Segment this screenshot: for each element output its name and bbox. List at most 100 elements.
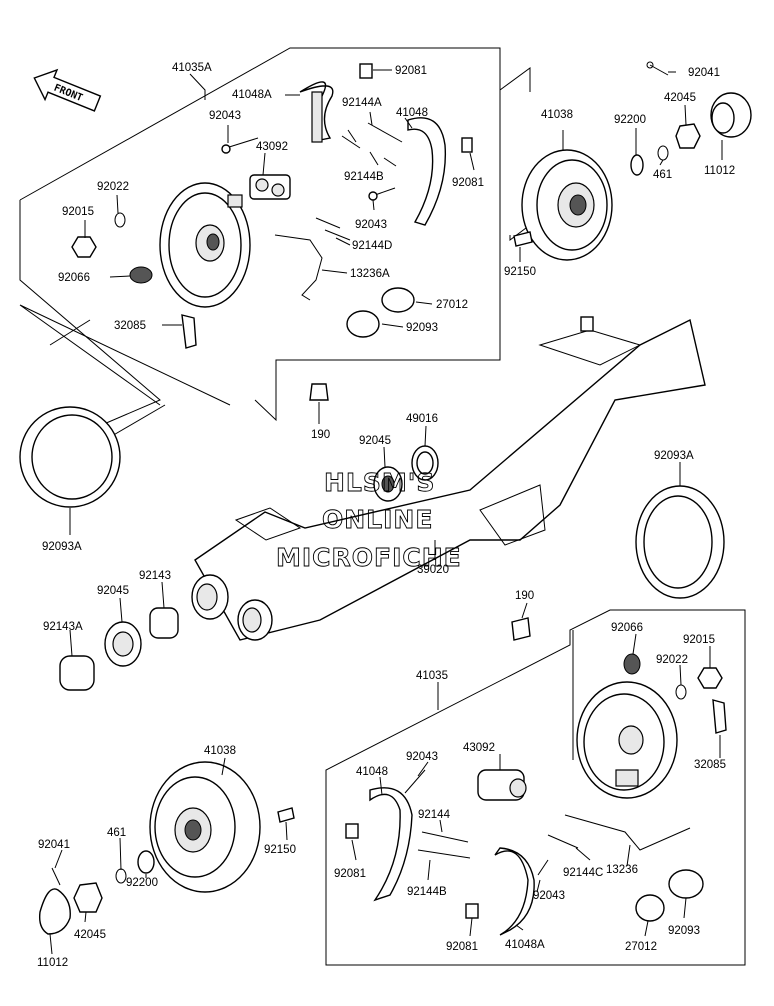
bolt-190-lower — [511, 617, 531, 641]
part-label: 41038 — [541, 109, 573, 121]
part-labels: 41035A 92081 41048A 92144A 41048 92043 4… — [37, 62, 735, 969]
cap-11012-upper — [710, 92, 752, 138]
part-label: 13236 — [606, 864, 638, 876]
part-label: 92022 — [97, 181, 129, 193]
part-label: 92143 — [139, 570, 171, 582]
nut-42045-upper — [675, 123, 701, 149]
part-label: 41048A — [232, 89, 272, 101]
cap-11012-lower — [38, 888, 71, 935]
part-label: 39020 — [417, 564, 449, 576]
part-label: 190 — [311, 429, 330, 441]
part-label: 13236A — [350, 268, 390, 280]
nut-42045-lower — [73, 882, 103, 913]
part-label: 92200 — [126, 877, 158, 889]
bushing-92143A — [59, 655, 95, 691]
bearing-92045-left — [104, 621, 142, 667]
brake-shoe-41048A-lower — [494, 847, 535, 936]
bearing-92045-center — [373, 466, 403, 502]
part-label: 92066 — [611, 622, 643, 634]
part-label: 92015 — [62, 206, 94, 218]
circlip-461-upper — [657, 145, 669, 161]
part-label: 92093 — [668, 925, 700, 937]
pins-springs-lower — [345, 769, 579, 919]
watermark: HLSM'S ONLINE MICROFICHE — [276, 468, 462, 573]
part-label: 41048 — [396, 107, 428, 119]
part-label: 41048A — [505, 939, 545, 951]
part-label: 42045 — [664, 92, 696, 104]
part-label: 92041 — [38, 839, 70, 851]
brake-backing-plate-lower — [576, 681, 678, 799]
tabs-92081-upper — [359, 63, 473, 153]
nut-92015-lower — [697, 667, 723, 689]
part-label: 92144D — [352, 240, 392, 252]
nut-92015 — [71, 236, 97, 258]
part-label: 42045 — [74, 929, 106, 941]
part-label: 92144 — [418, 809, 451, 821]
part-label: 92015 — [683, 634, 715, 646]
cotter-pin-92041-lower — [51, 867, 61, 886]
watermark-line: MICROFICHE — [276, 543, 462, 572]
part-label: 92045 — [359, 435, 391, 447]
circlip-92022-lower — [675, 684, 687, 700]
bushings-27012-92093-upper — [346, 287, 415, 338]
part-label: 92081 — [446, 941, 478, 953]
part-label: 41038 — [204, 745, 236, 757]
washer-92200-lower — [137, 850, 155, 874]
bolt-92150-lower — [277, 807, 295, 823]
part-label: 92043 — [209, 110, 241, 122]
seal-92093A-left — [19, 406, 121, 508]
part-label: 92150 — [504, 266, 536, 278]
part-label: 92093 — [406, 322, 438, 334]
part-label: 92144B — [407, 886, 447, 898]
brake-shoe-41048A — [299, 81, 334, 143]
part-label: 92144C — [563, 867, 603, 879]
leader-lines — [49, 69, 723, 955]
part-label: 92144A — [342, 97, 382, 109]
clip-32085-lower — [712, 699, 727, 734]
part-label: 41035 — [416, 670, 448, 682]
watermark-line: HLSM'S — [324, 468, 435, 497]
part-label: 461 — [653, 169, 672, 181]
part-label: 92150 — [264, 844, 296, 856]
front-arrow: FRONT — [33, 68, 102, 112]
wheel-cylinder-43092 — [249, 174, 291, 200]
wheel-cylinder-43092-lower — [477, 769, 527, 801]
clip-32085 — [181, 314, 197, 349]
part-label: 27012 — [436, 299, 468, 311]
part-label: 92093A — [42, 541, 82, 553]
part-label: 92081 — [334, 868, 366, 880]
part-label: 92045 — [97, 585, 129, 597]
part-label: 92093A — [654, 450, 694, 462]
part-label: 43092 — [256, 141, 288, 153]
cotter-pin-92041-upper — [646, 61, 669, 76]
washer-92200-upper — [630, 154, 644, 176]
part-label: 92143A — [43, 621, 83, 633]
part-label: 92066 — [58, 272, 90, 284]
lever-13236A — [274, 234, 323, 301]
part-label: 190 — [515, 590, 534, 602]
seal-92093A-right — [635, 485, 725, 599]
part-label: 92043 — [355, 219, 387, 231]
part-label: 11012 — [704, 165, 735, 177]
brake-shoe-41048 — [407, 117, 447, 226]
part-label: 32085 — [114, 320, 146, 332]
part-label: 92144B — [344, 171, 384, 183]
part-label: 49016 — [406, 413, 438, 425]
seal-49016 — [411, 445, 439, 481]
brake-drum-backing-plate-upper — [159, 182, 251, 308]
watermark-line: ONLINE — [322, 505, 433, 534]
bolt-92150-upper — [513, 231, 533, 247]
bushing-92143 — [149, 607, 179, 639]
part-label: 92043 — [406, 751, 438, 763]
part-label: 32085 — [694, 759, 726, 771]
part-label: 92081 — [395, 65, 427, 77]
part-label: 92022 — [656, 654, 688, 666]
upper-left-assembly-frame — [19, 47, 501, 441]
brake-shoe-41048-lower — [369, 787, 413, 902]
part-label: 41035A — [172, 62, 212, 74]
cap-92066 — [129, 266, 153, 284]
upper-right-hub-frame — [499, 67, 531, 241]
part-label: 461 — [107, 827, 126, 839]
lever-13236-lower — [564, 814, 691, 851]
